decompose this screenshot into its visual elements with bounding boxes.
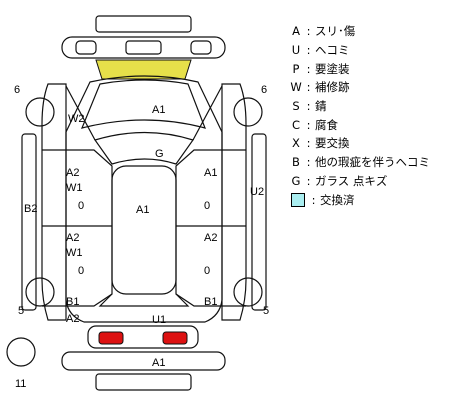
wheel-front-right [233,97,263,127]
right-fender-line [192,85,223,141]
label-left-front-door-1: A2 [66,167,79,179]
legend-separator: : [306,61,311,76]
legend-item: G: ガラス 点キズ [290,172,450,191]
left-door-area [42,149,113,307]
legend-code: A [292,24,300,39]
trunk-panel [87,325,199,349]
label-right-front-door-2: 0 [204,200,210,212]
label-left-rear-door-2: W1 [66,247,83,259]
legend-separator: : [306,117,311,132]
label-right-quarter: B1 [204,296,217,308]
legend-label: スリ･傷 [315,24,356,39]
legend-separator: : [306,136,311,151]
label-wheel-rear-left: 5 [18,305,24,317]
rear-bottom [95,373,192,391]
label-roof: A1 [136,204,149,216]
body-outline [65,75,223,323]
front-left-panel [75,40,97,55]
label-right-sill: U2 [250,186,264,198]
legend-item: X: 要交換 [290,134,450,153]
right-door-area [175,149,246,307]
label-left-rear-door-3: 0 [78,265,84,277]
spare-wheel [6,337,36,367]
left-body [41,83,67,321]
label-left-quarter-1: B1 [66,296,79,308]
legend-separator: : [311,192,316,207]
label-left-fender: W2 [68,113,85,125]
label-spare-wheel: 11 [15,378,26,390]
windshield [94,131,194,165]
front-right-panel [190,40,212,55]
label-wheel-front-right: 6 [261,84,267,96]
label-right-rear-door-2: 0 [204,265,210,277]
label-left-quarter-2: A2 [66,313,79,325]
legend-item: C: 腐食 [290,115,450,134]
legend-code: U [291,43,301,58]
label-trunk: U1 [152,314,166,326]
front-bumper-top [95,15,192,33]
legend-item: S: 錆 [290,97,450,116]
legend-label: 要塗装 [315,61,350,76]
label-hood: A1 [152,104,165,116]
legend-item: P: 要塗装 [290,59,450,78]
legend-separator: : [306,24,311,39]
legend-code: B [292,155,300,170]
legend-separator: : [306,99,311,114]
wheel-front-left [25,97,55,127]
front-bumper-outer [61,36,226,59]
legend-code: X [292,136,300,151]
legend-separator: : [306,43,311,58]
legend-label: ガラス 点キズ [315,173,388,188]
damage-legend: A:スリ･傷 U:ヘコミ P:要塗装 W:補修跡 S:錆 C:腐食 X:要交換 … [290,22,450,209]
label-wheel-front-left: 6 [14,84,20,96]
right-body [221,83,247,321]
wheel-rear-left [25,277,55,307]
legend-label: 補修跡 [315,80,350,95]
left-fender-line [65,85,96,141]
legend-label: 要交換 [315,136,350,151]
legend-code: S [292,99,300,114]
right-sill [251,133,267,311]
rear-light-left [98,331,124,345]
label-left-rear-door-1: A2 [66,232,79,244]
legend-item: U: ヘコミ [290,41,450,60]
legend-label: 交換済 [320,192,355,207]
label-windshield: G [155,148,164,160]
label-left-front-door-3: 0 [78,200,84,212]
legend-separator: : [306,173,311,188]
legend-label: 錆 [315,99,327,114]
front-bumper-inner [125,40,162,55]
legend-code: G [291,173,301,188]
hood-panel [80,79,206,129]
wheel-rear-right [233,277,263,307]
legend-item: B: 他の瑕疵を伴うヘコミ [290,153,450,172]
legend-label: ヘコミ [315,43,350,58]
legend-label: 他の瑕疵を伴うヘコミ [315,155,430,170]
legend-item-replaced: : 交換済 [290,190,450,209]
rear-bumper [61,351,226,371]
legend-code: W [290,80,302,95]
rear-light-right [162,331,188,345]
label-wheel-rear-right: 5 [263,305,269,317]
rear-window [98,293,190,307]
legend-separator: : [306,80,311,95]
legend-code: C [291,117,301,132]
legend-item: A: スリ･傷 [290,22,450,41]
legend-code: P [292,61,300,76]
roof-panel [111,165,177,295]
legend-separator: : [306,155,311,170]
replaced-swatch [291,192,305,207]
legend-label: 腐食 [315,117,338,132]
label-right-rear-door-1: A2 [204,232,217,244]
label-left-sill: B2 [24,203,37,215]
label-left-front-door-2: W1 [66,182,83,194]
label-rear-bumper: A1 [152,357,165,369]
label-right-front-door-1: A1 [204,167,217,179]
left-sill [21,133,37,311]
legend-item: W: 補修跡 [290,78,450,97]
